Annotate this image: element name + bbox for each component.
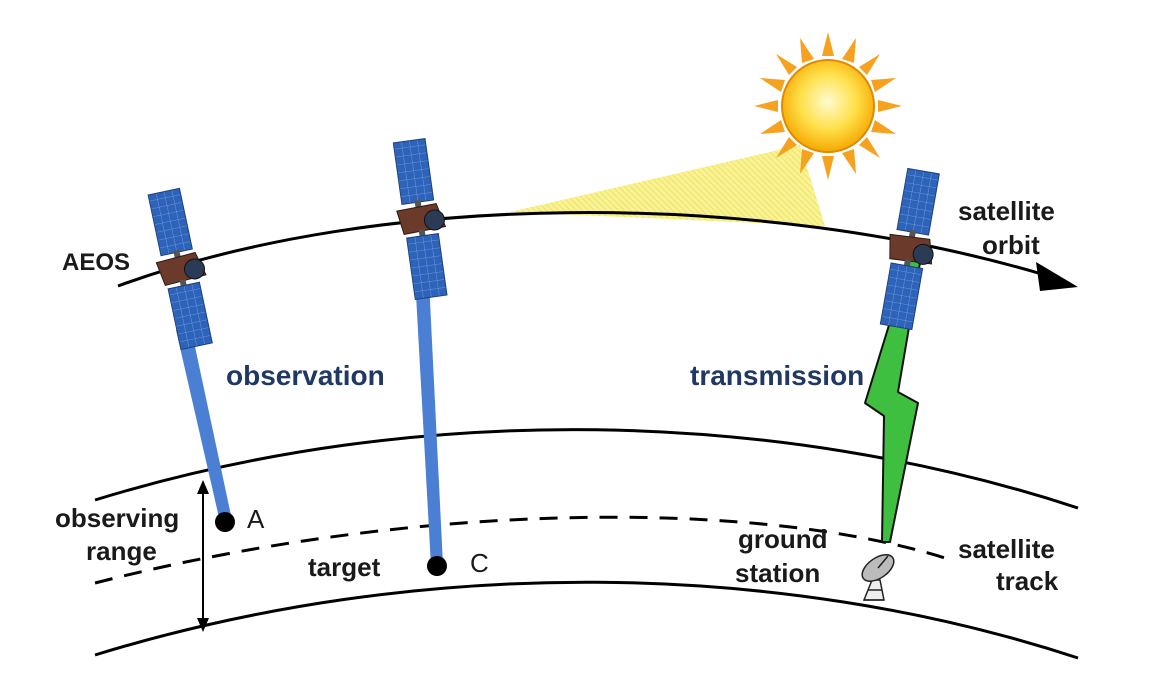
satellite-orbit-label-2: orbit <box>982 230 1040 260</box>
observing-range-label-1: observing <box>55 503 179 533</box>
target-label: target <box>308 552 381 582</box>
sun-icon <box>754 32 902 180</box>
satellite-track-label-2: track <box>996 566 1059 596</box>
aeos-label: AEOS <box>62 249 130 276</box>
observing-range-label-2: range <box>86 536 157 566</box>
target-point-a <box>215 512 235 532</box>
orbit-arrowhead <box>1036 262 1078 291</box>
observation-beam-a <box>176 328 232 522</box>
observation-label: observation <box>226 360 385 391</box>
lower-earth-curve <box>94 580 1079 660</box>
satellite-icon <box>141 186 221 352</box>
satellite-icon <box>386 136 456 301</box>
ground-station-label-1: ground <box>738 524 828 554</box>
sunlight-beam <box>510 145 825 226</box>
ground-station-label-2: station <box>735 558 820 588</box>
upper-earth-curve <box>94 428 1079 510</box>
satellite-orbit-label-1: satellite <box>958 196 1055 226</box>
ground-station-icon <box>861 554 895 601</box>
target-point-c <box>427 556 447 576</box>
transmission-label: transmission <box>690 360 864 391</box>
observing-range-arrow <box>197 480 209 632</box>
satellite-track-label-1: satellite <box>958 534 1055 564</box>
point-a-label: A <box>247 504 265 534</box>
satellite-icon <box>873 166 948 332</box>
observation-beam-c <box>413 240 443 566</box>
satellite-track-line <box>94 515 946 585</box>
point-c-label: C <box>470 548 489 578</box>
